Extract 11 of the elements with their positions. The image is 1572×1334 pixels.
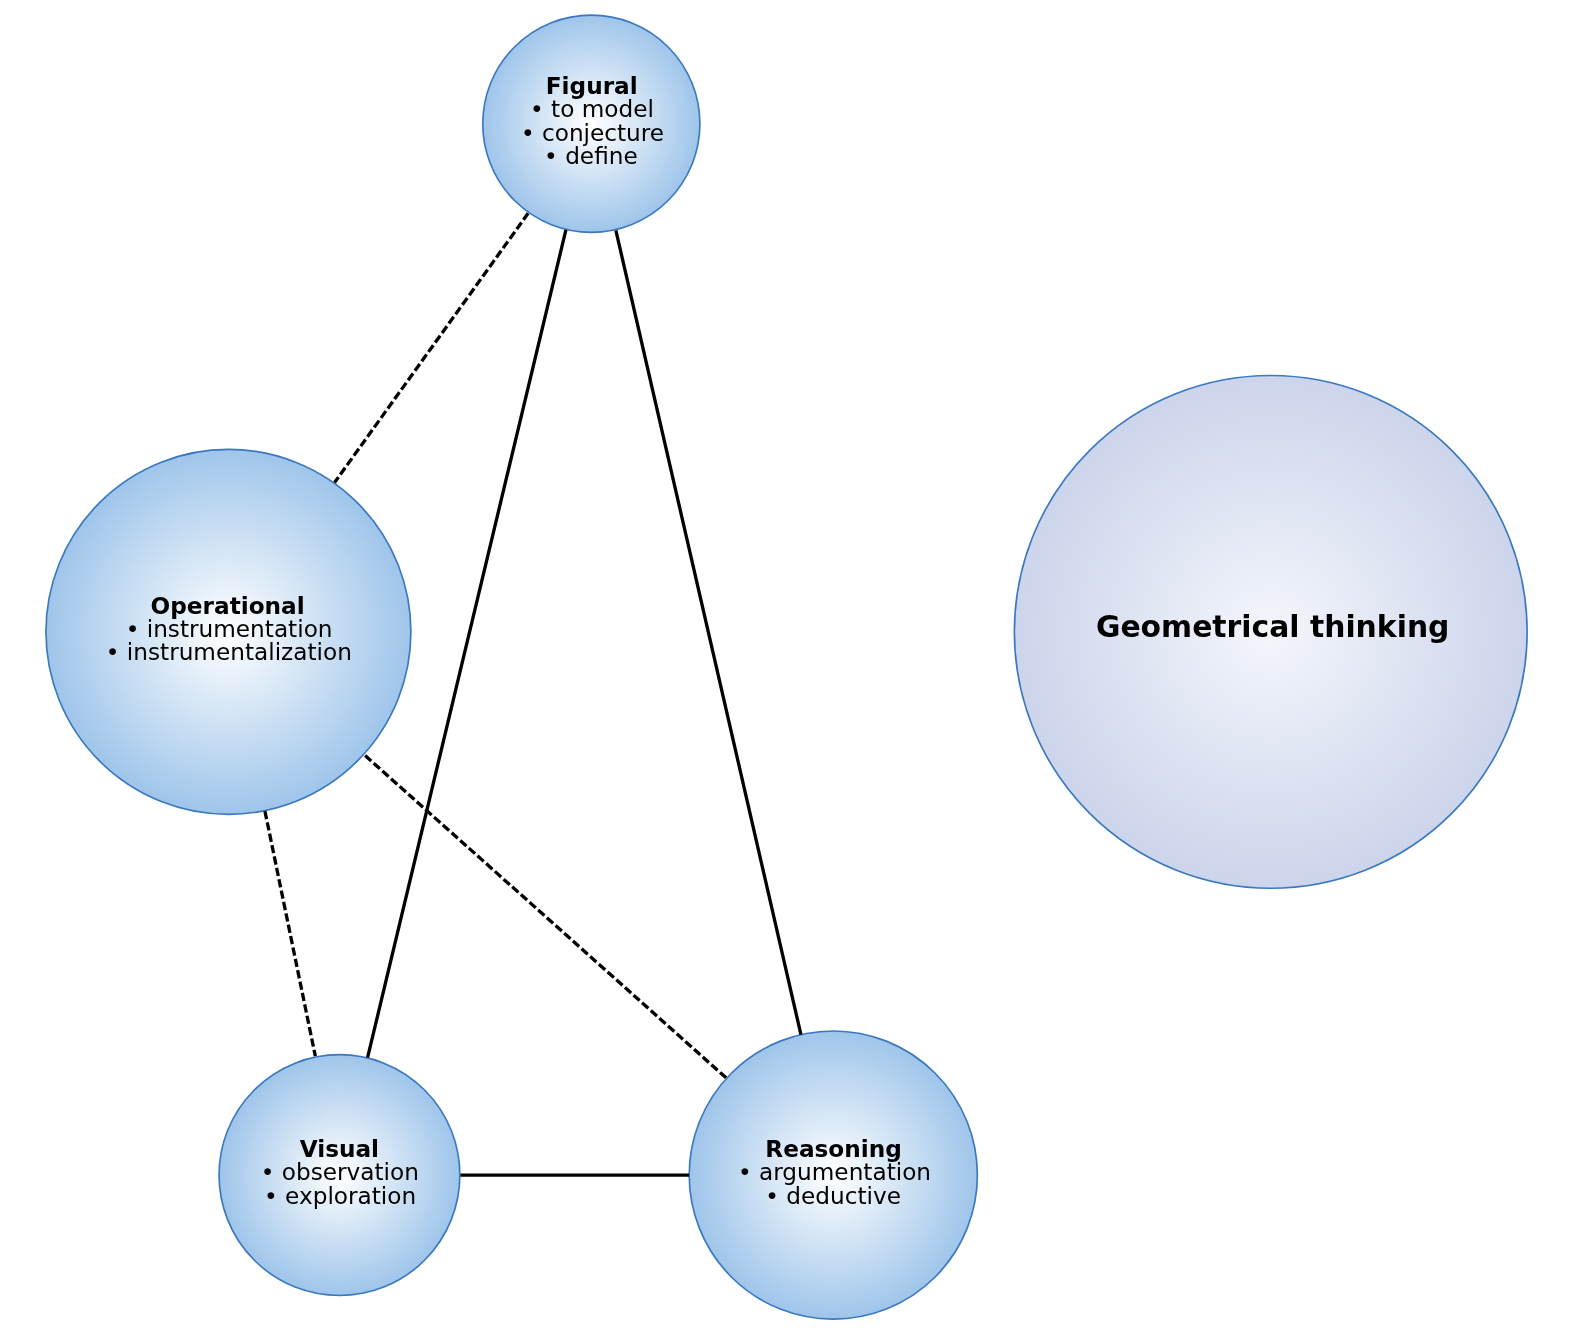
connector: [460, 1173, 689, 1177]
connector: [262, 810, 317, 1057]
node-circle: Geometrical thinking: [1013, 374, 1528, 890]
node-circle: Visual • observation • exploration: [217, 1053, 461, 1297]
node-circle: Figural • to model • conjecture • define: [481, 14, 701, 234]
node-circle: Operational • instrumentation • instrumentalization: [44, 448, 412, 816]
connector: [613, 229, 803, 1035]
connector: [365, 229, 567, 1059]
connector: [332, 212, 529, 484]
node-circle: Reasoning • argumentation • deductive: [687, 1030, 978, 1320]
connector: [362, 753, 727, 1080]
